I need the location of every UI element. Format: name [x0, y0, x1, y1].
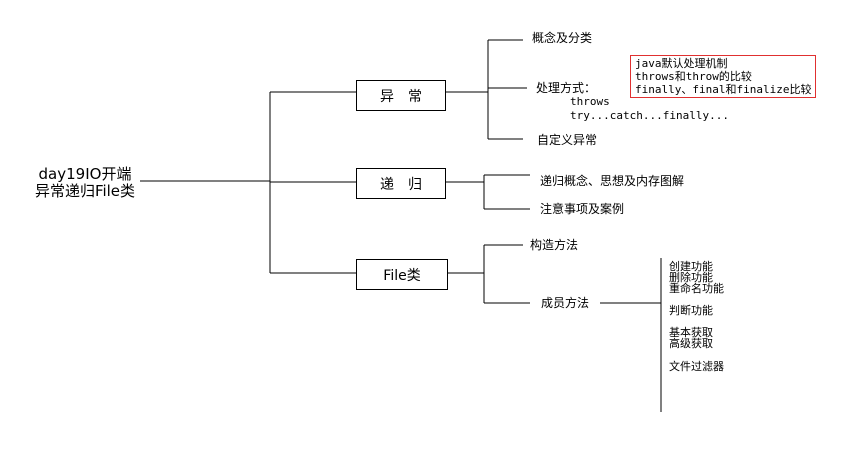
recursion-concept: 递归概念、思想及内存图解 [540, 174, 685, 188]
root-node: day19IO开端 异常递归File类 [20, 166, 150, 199]
exception-handling-throws: throws [570, 95, 610, 108]
member-function-delete: 删除功能 [669, 271, 713, 284]
root-subtitle: 异常递归File类 [34, 181, 136, 200]
member-function-judge: 判断功能 [669, 304, 713, 317]
exception-note-line: java默认处理机制 [635, 57, 728, 70]
recursion-notes: 注意事项及案例 [540, 202, 625, 216]
file-label: File类 [383, 267, 421, 284]
recursion-node: 递 归 [356, 168, 446, 199]
exception-concept: 概念及分类 [532, 31, 593, 45]
file-constructor: 构造方法 [530, 238, 579, 252]
exception-note-line: finally、final和finalize比较 [635, 83, 812, 96]
member-function-create: 创建功能 [669, 260, 713, 273]
file-members: 成员方法 [541, 296, 590, 310]
exception-custom: 自定义异常 [537, 133, 598, 147]
file-node: File类 [356, 259, 448, 290]
exception-note-line: throws和throw的比较 [635, 70, 752, 83]
recursion-label: 递 归 [380, 176, 422, 193]
member-function-basic-get: 基本获取 [669, 326, 713, 339]
exception-handling: 处理方式： [536, 81, 597, 95]
exception-handling-try-catch: try...catch...finally... [570, 109, 729, 122]
member-function-file-filter: 文件过滤器 [669, 360, 724, 373]
root-title: day19IO开端 [38, 165, 132, 183]
member-function-rename: 重命名功能 [669, 282, 724, 295]
exception-note-box: java默认处理机制 throws和throw的比较 finally、final… [630, 55, 817, 98]
member-function-advanced-get: 高级获取 [669, 337, 713, 350]
exception-label: 异 常 [380, 88, 422, 105]
exception-node: 异 常 [356, 80, 446, 111]
